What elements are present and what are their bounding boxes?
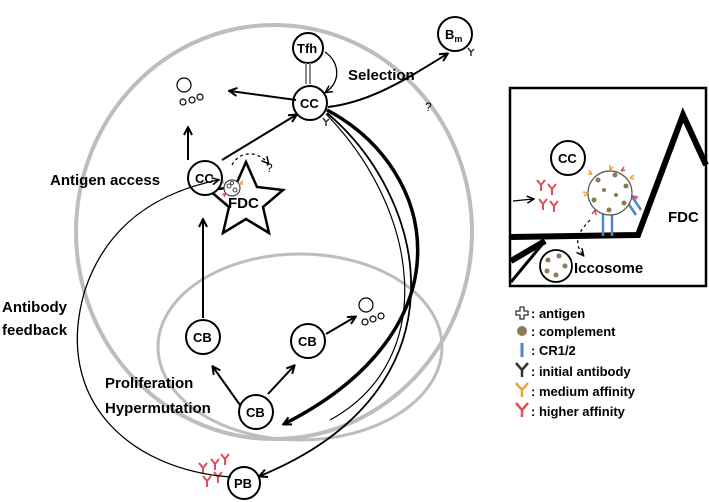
cb-label-left: CB bbox=[193, 330, 212, 345]
cc-cell-middle bbox=[187, 160, 223, 196]
cc-label-top: CC bbox=[300, 96, 319, 111]
cc-cell-top bbox=[292, 85, 328, 121]
legend: : antigen : complement : CR1/2 : initial… bbox=[515, 306, 636, 419]
apoptotic-bodies-right bbox=[358, 297, 385, 326]
legend-complement: : complement bbox=[531, 324, 616, 339]
fdc-label: FDC bbox=[228, 195, 259, 212]
cb-cell-left bbox=[185, 319, 221, 355]
selection-label: Selection bbox=[348, 67, 415, 84]
legend-medium-affinity: : medium affinity bbox=[531, 384, 636, 399]
tfh-label: Tfh bbox=[297, 41, 317, 56]
legend-antigen-icon bbox=[515, 306, 529, 320]
legend-initial-antibody-icon bbox=[515, 362, 529, 377]
antigen-access-label: Antigen access bbox=[50, 172, 160, 189]
bm-label: Bm bbox=[445, 27, 462, 44]
hypermutation-label: Hypermutation bbox=[105, 400, 211, 417]
dark-zone-ellipse bbox=[156, 252, 444, 442]
antibody-label: Antibody bbox=[2, 299, 68, 316]
bm-cell bbox=[437, 16, 473, 52]
question-mark-fdc: ? bbox=[266, 161, 273, 175]
apoptotic-bodies-top bbox=[176, 77, 204, 106]
legend-antigen: : antigen bbox=[531, 306, 585, 321]
fdc-inset: FDC CC bbox=[508, 86, 709, 288]
cb-label-bottom: CB bbox=[246, 405, 265, 420]
cc-cell-inset bbox=[550, 140, 586, 176]
question-mark-bm: ? bbox=[425, 100, 432, 114]
cc-label-inset: CC bbox=[558, 151, 577, 166]
feedback-label: feedback bbox=[2, 322, 68, 339]
secreted-antibodies bbox=[198, 453, 230, 487]
proliferation-label: Proliferation bbox=[105, 375, 193, 392]
tfh-cell bbox=[292, 32, 324, 64]
legend-higher-affinity-icon bbox=[515, 402, 529, 417]
pb-cell bbox=[227, 466, 261, 500]
legend-complement-icon bbox=[517, 326, 527, 336]
pb-label: PB bbox=[234, 476, 252, 491]
legend-higher-affinity: : higher affinity bbox=[531, 404, 626, 419]
cb-label-right: CB bbox=[298, 334, 317, 349]
cb-cell-bottom bbox=[238, 394, 274, 430]
legend-medium-affinity-icon bbox=[515, 382, 529, 397]
cb-cell-right bbox=[290, 323, 326, 359]
legend-cr12: : CR1/2 bbox=[531, 343, 576, 358]
iccosome-label: Iccosome bbox=[574, 260, 643, 277]
fdc-inset-label: FDC bbox=[668, 209, 699, 226]
legend-initial-antibody: : initial antibody bbox=[531, 364, 631, 379]
